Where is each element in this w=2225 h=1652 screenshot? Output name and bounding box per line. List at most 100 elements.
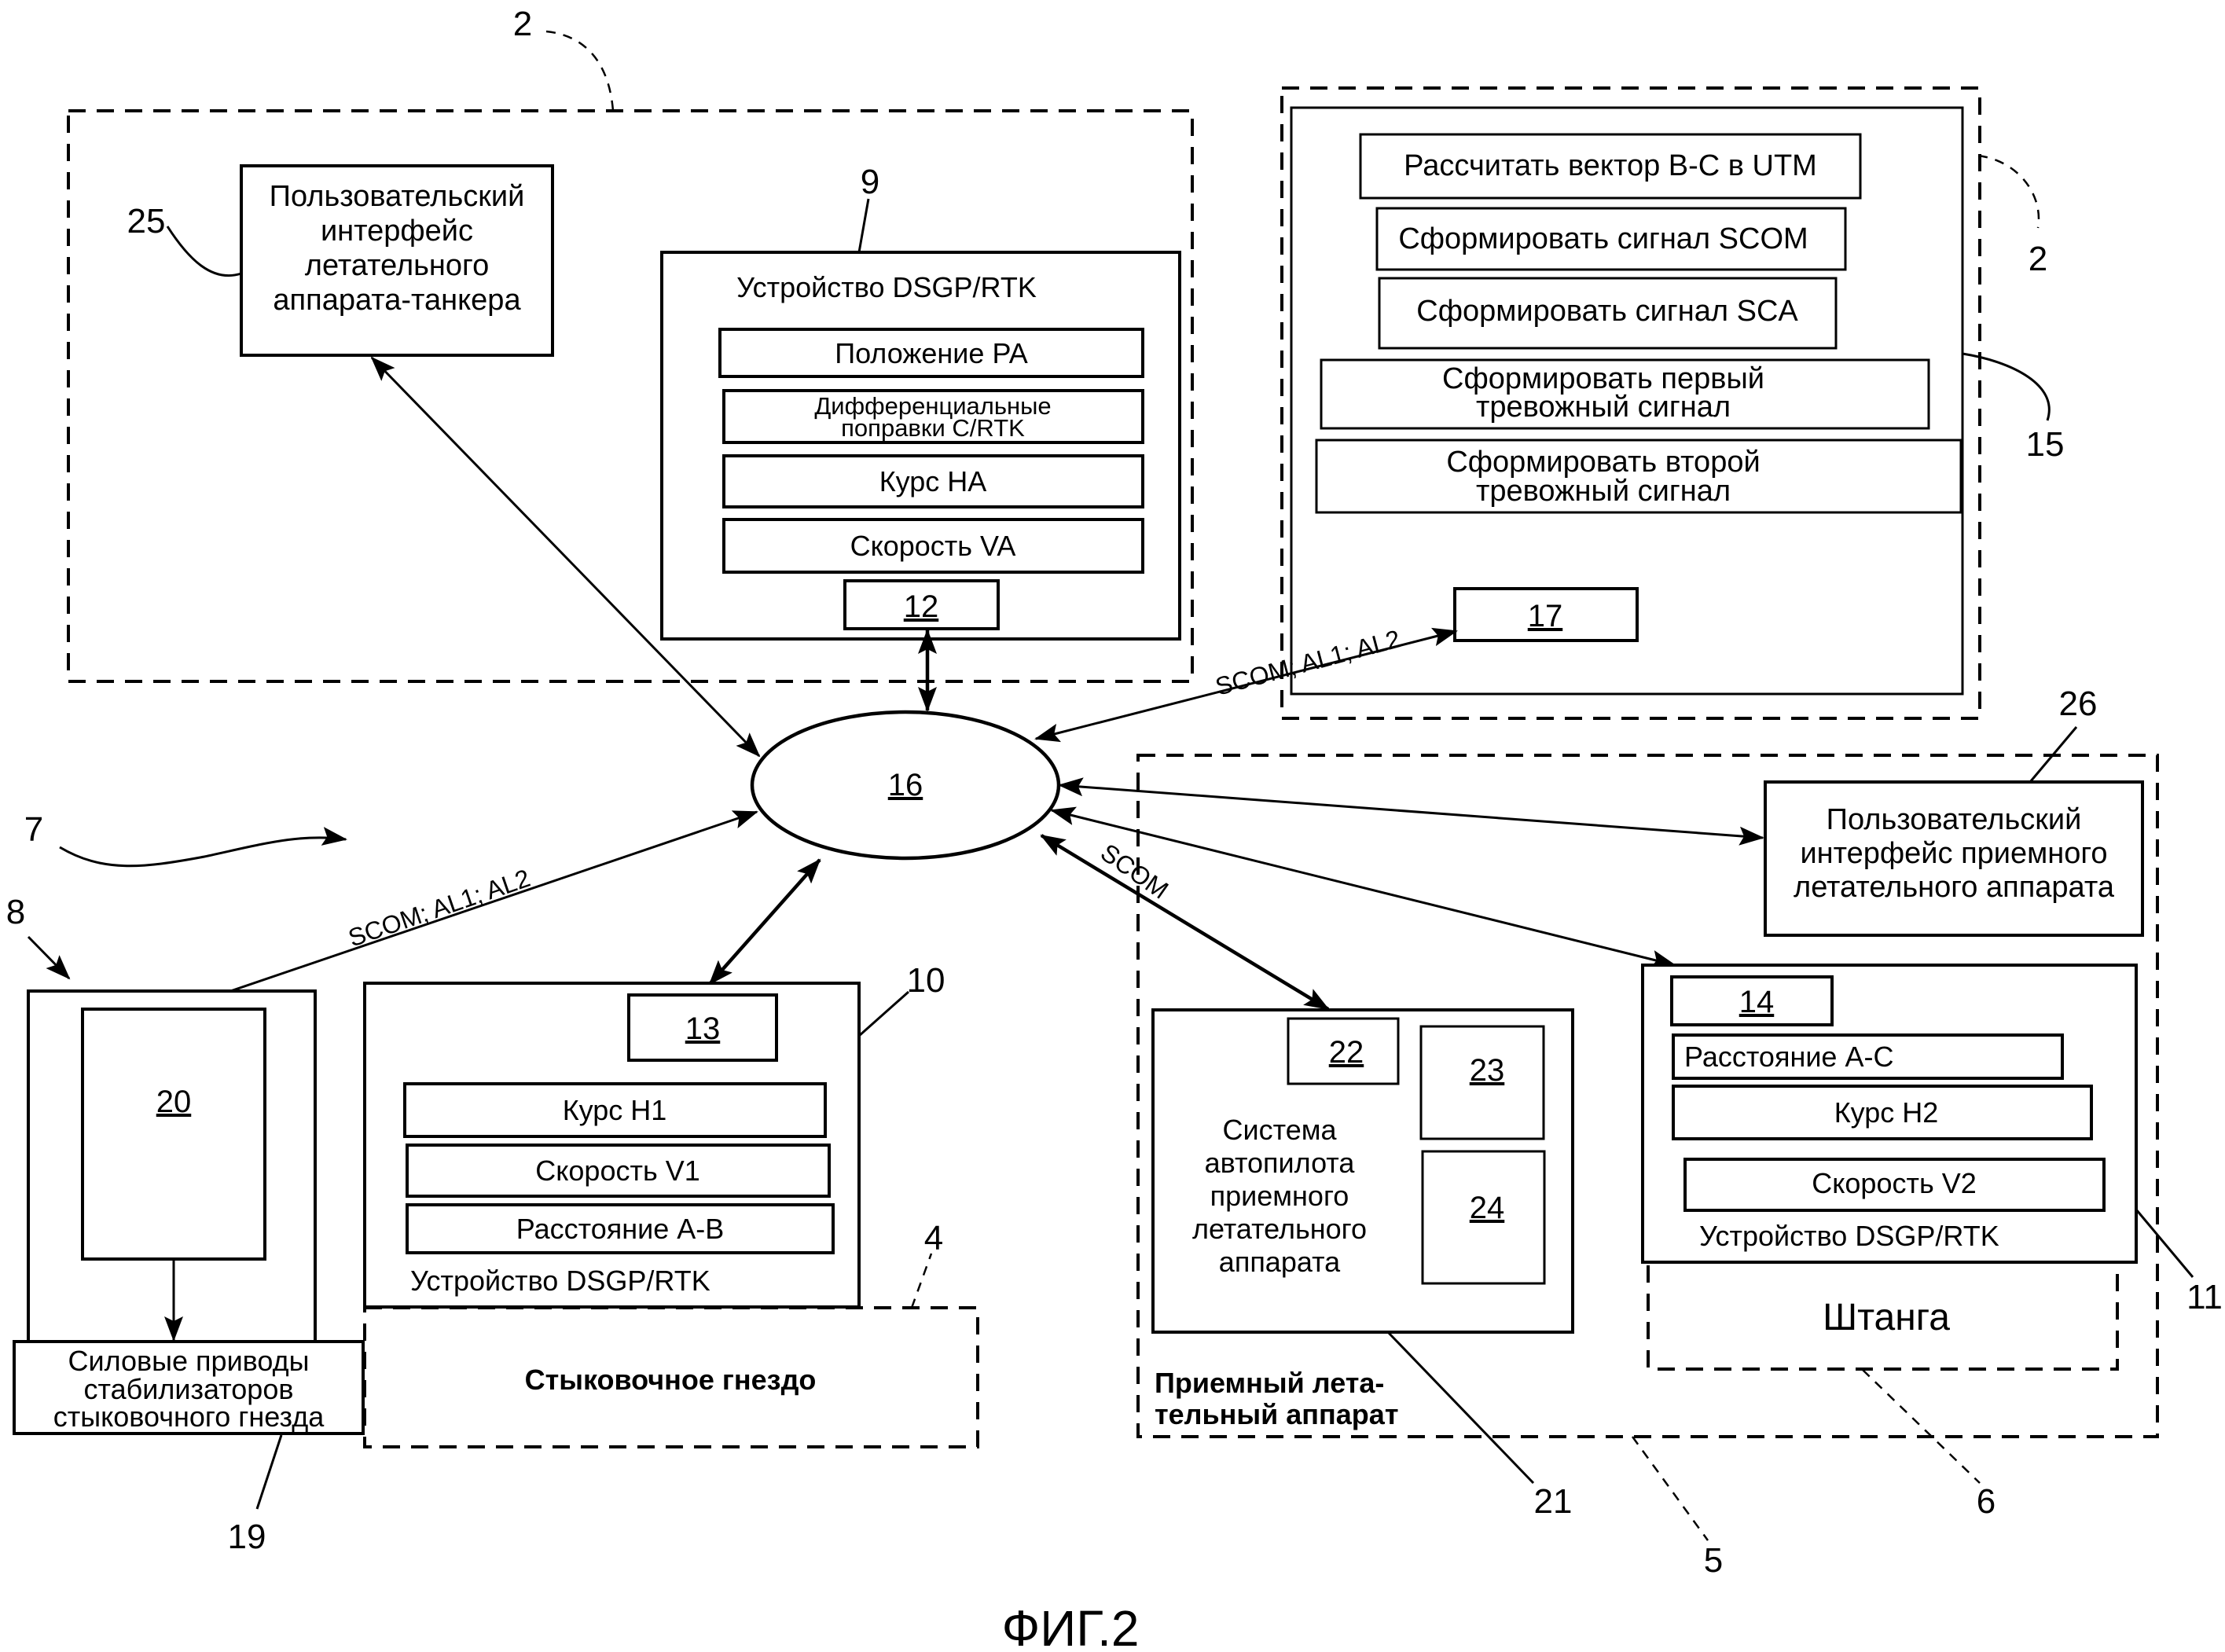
module-13[interactable] (627, 993, 778, 1062)
ref-label-9: 9 (861, 163, 879, 201)
row-distance-ac (1672, 1033, 2064, 1080)
module-number: 20 (156, 1085, 192, 1119)
module-number: 24 (1470, 1191, 1505, 1225)
module-22[interactable] (1287, 1017, 1400, 1085)
ref-leader-11 (2135, 1209, 2194, 1278)
autopilot-line: автопилота (1205, 1147, 1356, 1179)
ref-label-21: 21 (1534, 1482, 1573, 1521)
module-12[interactable] (843, 579, 1000, 630)
step-first-alarm[interactable]: Сформировать первый тревожный сигнал (1320, 358, 1930, 430)
row-heading-h2 (1672, 1085, 2093, 1140)
ref-arrow-8 (27, 935, 71, 980)
row-distance-ab (406, 1203, 835, 1254)
tanker-ui-line: летательного (305, 249, 489, 282)
ref-label-10: 10 (907, 961, 945, 1000)
module-23[interactable] (1419, 1025, 1545, 1140)
module-17[interactable]: 17 (1453, 587, 1639, 642)
ref-label-2-top: 2 (513, 5, 532, 43)
ref-label-11: 11 (2186, 1278, 2223, 1316)
device-title: Устройство DSGP/RTK (410, 1265, 710, 1297)
step-generate-scom[interactable]: Сформировать сигнал SCOM (1375, 207, 1847, 271)
row-diff-corrections (722, 389, 1144, 444)
step-generate-sca[interactable]: Сформировать сигнал SCA (1378, 277, 1838, 350)
tanker-user-interface[interactable]: Пользовательский интерфейс летательного … (240, 164, 554, 357)
autopilot-system[interactable]: 22 23 24 Система автопилота приемного ле… (1151, 1008, 1574, 1334)
step-label: тревожный сигнал (1476, 391, 1731, 424)
row-label: поправки C/RTK (841, 414, 1025, 442)
actuators-line: стыковочного гнезда (53, 1401, 325, 1433)
module-20[interactable]: 20 (81, 1008, 266, 1261)
row-heading-ha (722, 454, 1144, 508)
ref-leader-9 (857, 198, 870, 253)
row-label: Скорость V1 (535, 1155, 700, 1187)
row-label: Курс HA (879, 465, 987, 497)
actuators-line: стабилизаторов (84, 1373, 294, 1405)
ref-leader-19 (255, 1434, 283, 1510)
ref-leader-5 (1631, 1436, 1709, 1541)
receiver-label: тельный аппарат (1155, 1398, 1398, 1430)
computing-unit-boundary (1280, 86, 1981, 720)
device-title: Устройство DSGP/RTK (736, 271, 1037, 303)
step-second-alarm[interactable]: Сформировать второй тревожный сигнал (1315, 439, 1962, 514)
autopilot-line: Система (1223, 1114, 1338, 1146)
module-number: 22 (1329, 1035, 1364, 1070)
ref-arrow-7 (59, 827, 347, 868)
ref-label-25: 25 (127, 202, 166, 240)
step-label: Сформировать первый (1442, 362, 1764, 395)
ref-label-26: 26 (2059, 685, 2098, 723)
stabilizer-actuators[interactable]: Силовые приводы стабилизаторов стыковочн… (13, 1340, 365, 1435)
receiver-aircraft-group: Приемный лета- тельный аппарат Пользоват… (1136, 685, 2223, 1521)
network-16[interactable]: 16 (750, 710, 1061, 861)
tanker-group: 2 Пользовательский интерфейс летательног… (67, 5, 1194, 683)
ref-leader-25 (166, 226, 242, 277)
link-tanker-ui-network (370, 356, 761, 758)
row-label: Расстояние A-C (1684, 1041, 1893, 1073)
ref-label-15: 15 (2026, 425, 2065, 464)
row-label: Дифференциальные (814, 392, 1051, 420)
tanker-ui-line: Пользовательский (270, 180, 525, 213)
module-14[interactable] (1670, 975, 1834, 1026)
ref-label-2-right: 2 (2029, 240, 2047, 278)
step-label: Сформировать сигнал SCOM (1398, 222, 1808, 255)
receiver-user-interface[interactable]: Пользовательский интерфейс приемного лет… (1764, 780, 2144, 937)
boom-dsgp-device[interactable]: Штанга 14 Расстояние A-C Курс H2 Скорост… (1641, 964, 2138, 1371)
drogue-dsgp-device[interactable]: Стыковочное гнездо 13 Курс H1 Скорость V… (363, 982, 979, 1448)
receiver-boundary (1136, 754, 2159, 1438)
ref-leader-26 (2029, 726, 2078, 783)
module-number: 23 (1470, 1053, 1505, 1088)
row-label: Скорость V2 (1812, 1167, 1977, 1199)
network-number: 16 (888, 768, 923, 802)
boom-label: Штанга (1823, 1297, 1950, 1338)
link-network-26 (1058, 777, 1764, 846)
step-label: Сформировать сигнал SCA (1416, 295, 1798, 328)
figure-label: ФИГ.2 (1002, 1600, 1140, 1652)
step-compute-vector[interactable]: Рассчитать вектор B-C в UTM (1359, 133, 1862, 200)
row-position-pa (718, 328, 1144, 378)
row-label: Положение PA (835, 337, 1028, 369)
receiver-ui-line: Пользовательский (1827, 803, 2082, 836)
step-label: Сформировать второй (1446, 446, 1760, 479)
receiver-ui-line: интерфейс приемного (1800, 837, 2107, 870)
link-network-20 (171, 810, 758, 1012)
tanker-dsgp-device[interactable]: Устройство DSGP/RTK Положение PA Диффере… (660, 251, 1181, 641)
drogue-boundary (363, 1306, 979, 1448)
row-label: Расстояние A-B (516, 1213, 724, 1245)
ref-label-7: 7 (24, 810, 43, 849)
actuators-line: Силовые приводы (68, 1345, 309, 1377)
edge-label-scom: SCOM (1096, 838, 1173, 905)
module-24[interactable] (1421, 1150, 1546, 1285)
stabilizer-control-block: 20 Силовые приводы стабилизаторов стыков… (13, 989, 365, 1556)
ref-leader-4 (910, 1253, 933, 1309)
edge-label-scom-al1-al2: SCOM; AL1; AL2 (345, 864, 534, 953)
module-number: 17 (1528, 599, 1563, 633)
row-speed-v2 (1683, 1158, 2106, 1212)
ref-leader-2-right (1977, 154, 2040, 229)
autopilot-line: летательного (1192, 1213, 1367, 1245)
computing-unit-group: Рассчитать вектор B-C в UTM Сформировать… (1280, 86, 2065, 720)
row-label: Скорость VA (850, 530, 1016, 562)
autopilot-line: приемного (1210, 1180, 1349, 1212)
ref-label-19: 19 (228, 1518, 266, 1556)
receiver-label: Приемный лета- (1155, 1367, 1384, 1399)
ref-leader-10 (858, 990, 909, 1037)
